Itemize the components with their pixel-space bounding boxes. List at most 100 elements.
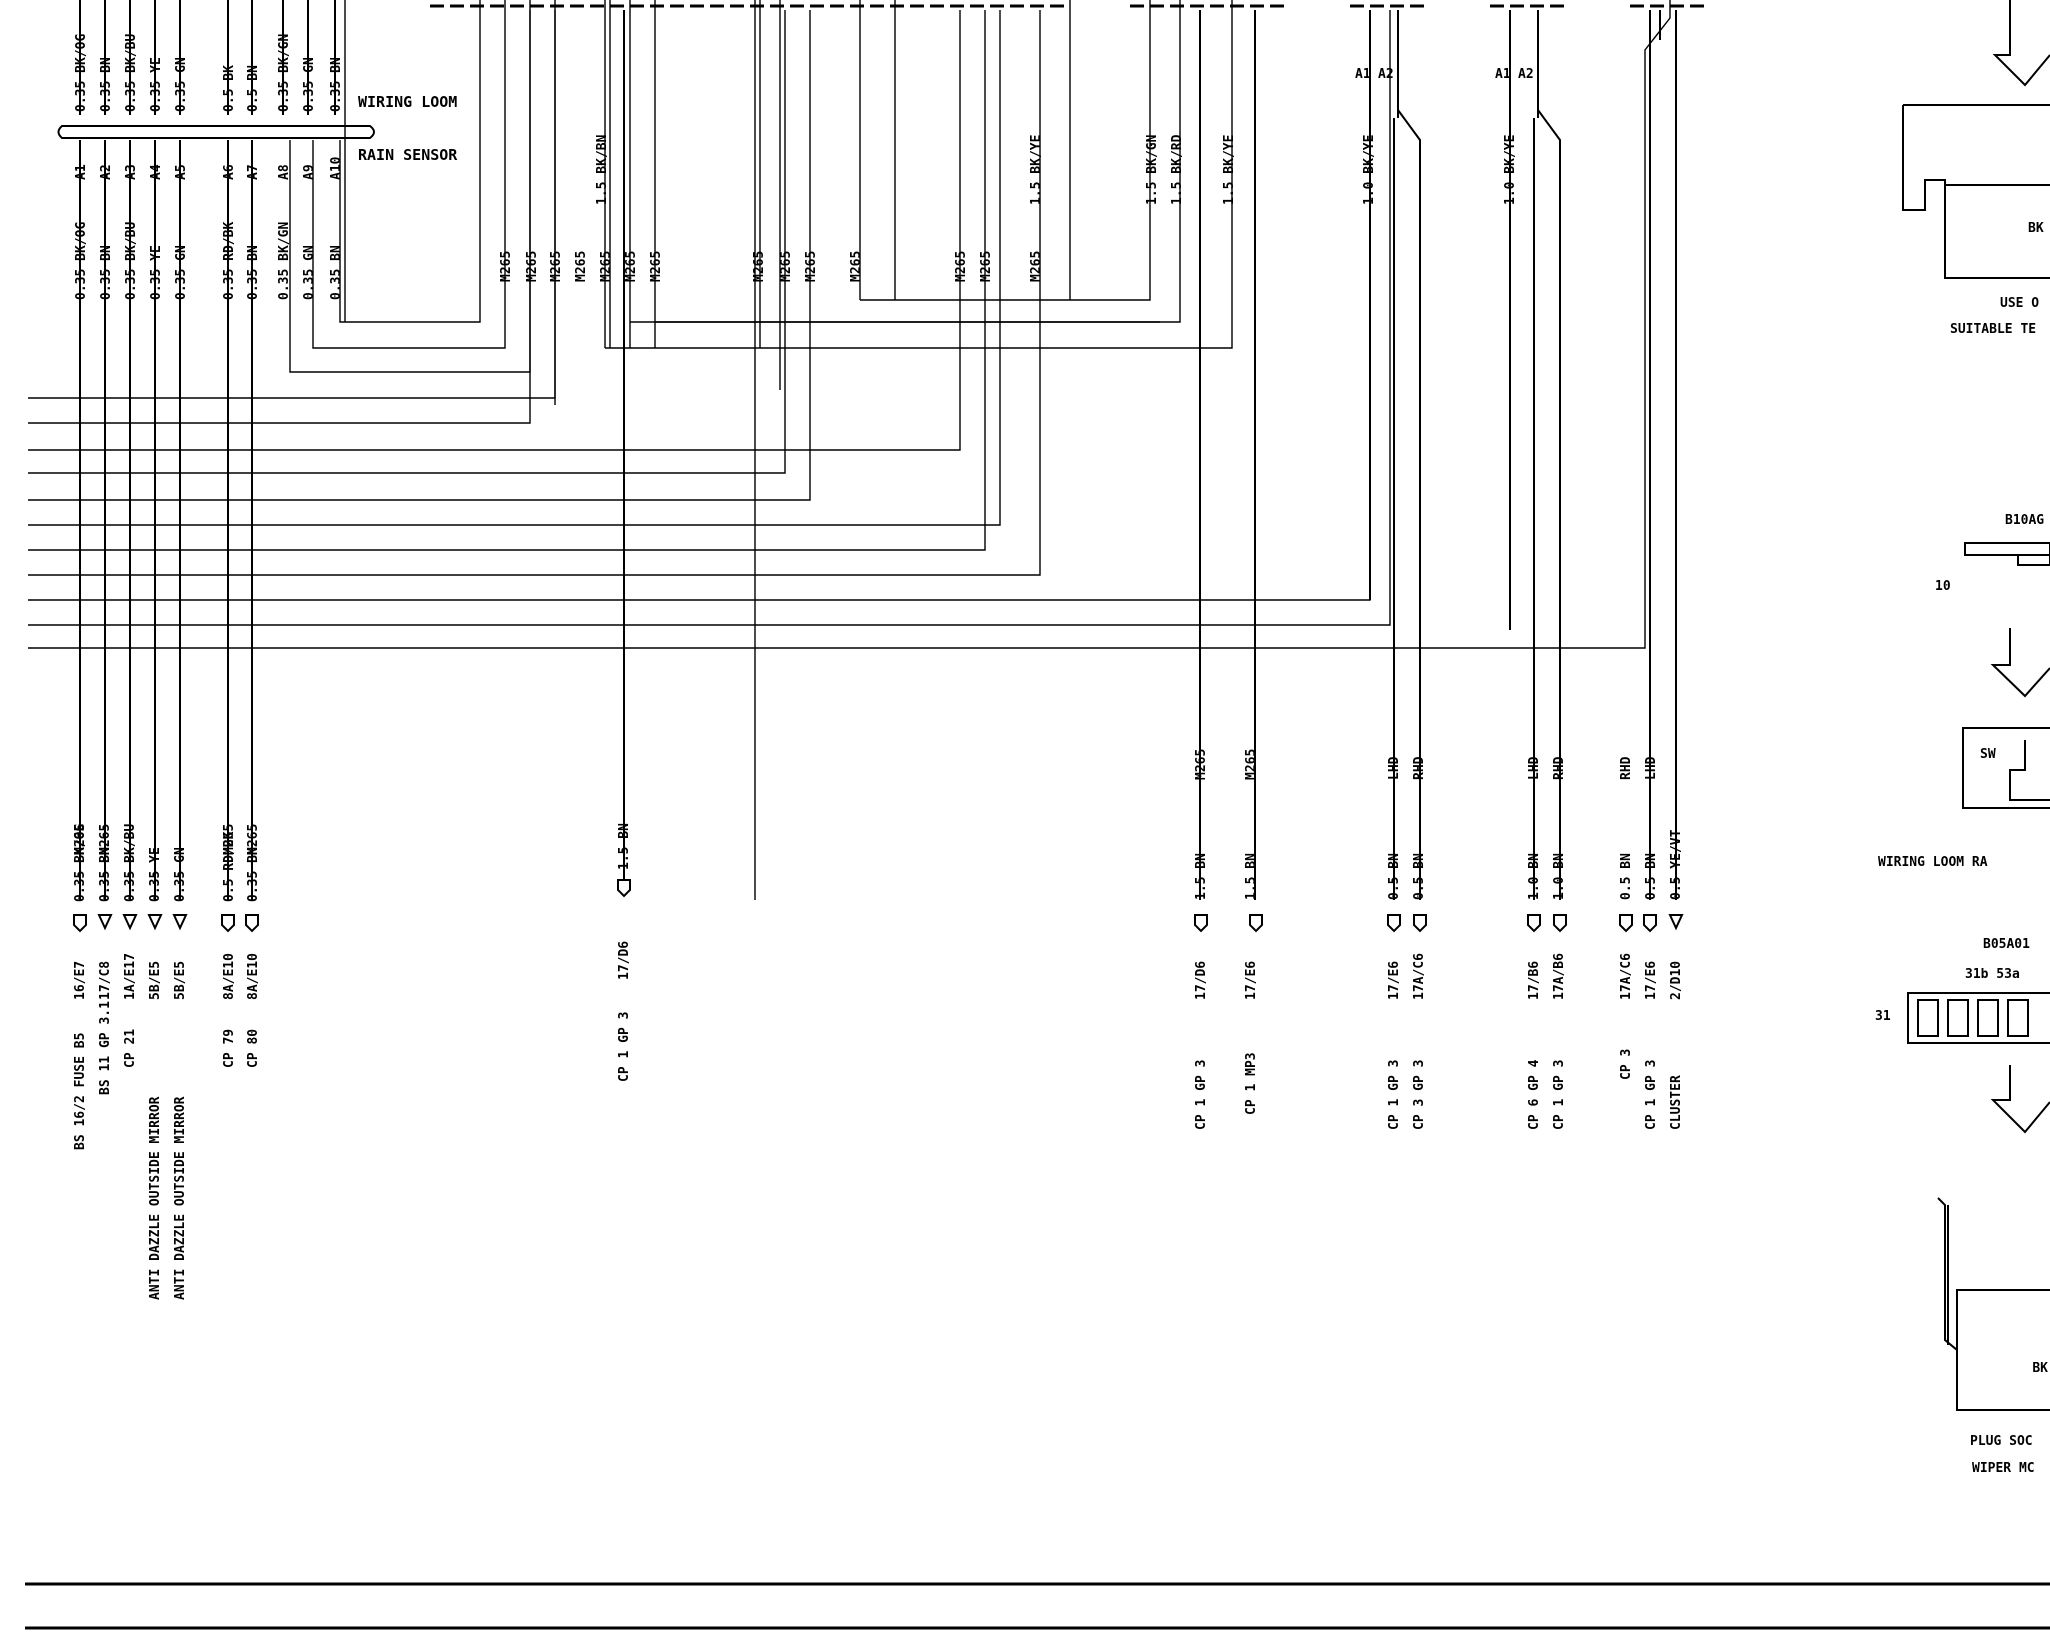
svg-text:16/E7: 16/E7 <box>73 961 88 1000</box>
svg-text:17A/C6: 17A/C6 <box>1619 953 1634 1000</box>
svg-text:8A/E10: 8A/E10 <box>246 953 261 1000</box>
svg-text:10: 10 <box>1935 579 1951 594</box>
loom-top-labels: 0.35 BK/OG 0.35 BN 0.35 BK/BU 0.35 YE 0.… <box>74 34 344 112</box>
svg-text:A4: A4 <box>149 164 164 180</box>
svg-text:17/E6: 17/E6 <box>1644 961 1659 1000</box>
svg-text:A1: A1 <box>74 164 89 180</box>
svg-text:1.5 BN: 1.5 BN <box>1194 853 1209 900</box>
svg-text:1.5 BK/YE: 1.5 BK/YE <box>1029 135 1044 205</box>
svg-text:M265: M265 <box>222 824 237 855</box>
svg-text:M265: M265 <box>499 251 514 282</box>
loom-bracket <box>57 125 375 139</box>
svg-text:A7: A7 <box>246 164 261 180</box>
svg-text:0.35 BN: 0.35 BN <box>329 245 344 300</box>
rain-sensor-down-wires <box>79 140 253 900</box>
svg-text:1.5 BK/BN: 1.5 BK/BN <box>595 134 610 205</box>
svg-text:0.35 BK/BU: 0.35 BK/BU <box>123 824 138 902</box>
svg-text:1.5 BK/GN: 1.5 BK/GN <box>1145 134 1160 205</box>
svg-text:CP 3 GP 3: CP 3 GP 3 <box>1412 1060 1427 1130</box>
svg-text:M265: M265 <box>1194 749 1209 780</box>
svg-text:0.35 GN: 0.35 GN <box>174 57 189 112</box>
bottom-mid-group: 1.5 BN 17/D6 CP 1 GP 3 <box>617 10 632 1082</box>
arrow-down-icon-2 <box>1990 628 2050 698</box>
rain-sensor-routing <box>289 0 531 373</box>
svg-text:M265: M265 <box>1244 749 1259 780</box>
svg-text:5B/E5: 5B/E5 <box>148 961 163 1000</box>
svg-text:WIRING LOOM RA: WIRING LOOM RA <box>1878 855 1988 870</box>
svg-text:CP 1 GP 3: CP 1 GP 3 <box>617 1012 632 1082</box>
svg-text:A9: A9 <box>302 164 317 180</box>
svg-text:CP 1 GP 3: CP 1 GP 3 <box>1194 1060 1209 1130</box>
svg-text:0.5 BN: 0.5 BN <box>1619 853 1634 900</box>
svg-text:0.35 BN: 0.35 BN <box>98 847 113 902</box>
svg-text:M265: M265 <box>954 251 969 282</box>
svg-text:0.35 YE: 0.35 YE <box>149 245 164 300</box>
svg-text:M265: M265 <box>574 251 589 282</box>
svg-text:0.35 GN: 0.35 GN <box>302 245 317 300</box>
svg-text:M265: M265 <box>599 251 614 282</box>
svg-text:WIPER MC: WIPER MC <box>1972 1461 2035 1476</box>
svg-text:1.5 BK/RD: 1.5 BK/RD <box>1170 134 1185 205</box>
svg-text:BK: BK <box>2032 1361 2048 1376</box>
connector-body-1 <box>1902 104 2050 279</box>
svg-text:M265: M265 <box>649 251 664 282</box>
svg-text:8A/E10: 8A/E10 <box>222 953 237 1000</box>
svg-text:M265: M265 <box>779 251 794 282</box>
svg-text:A3: A3 <box>124 164 139 180</box>
svg-text:ANTI DAZZLE OUTSIDE MIRROR: ANTI DAZZLE OUTSIDE MIRROR <box>173 1096 188 1300</box>
svg-text:RHD: RHD <box>1412 756 1427 780</box>
svg-text:0.35 GN: 0.35 GN <box>173 847 188 902</box>
svg-text:A6: A6 <box>222 164 237 180</box>
relay-symbol-2: A1 A2 <box>1495 10 1561 900</box>
svg-text:0.35 BN: 0.35 BN <box>246 245 261 300</box>
svg-text:1.0 BN: 1.0 BN <box>1527 853 1542 900</box>
svg-text:1A/E17: 1A/E17 <box>123 953 138 1000</box>
svg-text:SUITABLE TE: SUITABLE TE <box>1950 322 2036 337</box>
svg-text:ANTI DAZZLE OUTSIDE MIRROR: ANTI DAZZLE OUTSIDE MIRROR <box>148 1096 163 1300</box>
svg-text:0.5 BK: 0.5 BK <box>222 65 237 112</box>
rain-sensor-label: RAIN SENSOR <box>358 146 458 164</box>
svg-text:0.35 RD/BK: 0.35 RD/BK <box>222 222 237 300</box>
svg-text:A1: A1 <box>1495 67 1511 82</box>
relay-symbol-3 <box>1649 10 1677 900</box>
svg-text:0.35 BK/BU: 0.35 BK/BU <box>124 34 139 112</box>
svg-text:M265: M265 <box>804 251 819 282</box>
svg-text:0.35 GN: 0.35 GN <box>302 57 317 112</box>
svg-text:LHD: LHD <box>1387 756 1402 780</box>
svg-text:BS 11 GP 3.1: BS 11 GP 3.1 <box>98 1001 113 1095</box>
svg-text:M265: M265 <box>98 824 113 855</box>
svg-text:LHD: LHD <box>1644 756 1659 780</box>
svg-text:CP 80: CP 80 <box>246 1029 261 1068</box>
svg-text:CP 1 GP 3: CP 1 GP 3 <box>1644 1060 1659 1130</box>
svg-text:M265: M265 <box>752 251 767 282</box>
svg-text:1.5 BN: 1.5 BN <box>1244 853 1259 900</box>
svg-text:M265: M265 <box>1029 251 1044 282</box>
svg-text:M265: M265 <box>979 251 994 282</box>
splice-labels: M265 M265 M265 M265 M265 M265 M265 M265 … <box>499 251 1044 282</box>
svg-text:5B/E5: 5B/E5 <box>173 961 188 1000</box>
svg-text:17/D6: 17/D6 <box>617 941 632 980</box>
bottom-left-group: M265 M265 M265 M265 0.35 BK/OG 0.35 BN 0… <box>73 824 261 1300</box>
svg-text:0.35 YE: 0.35 YE <box>148 847 163 902</box>
svg-text:A10: A10 <box>329 156 344 180</box>
svg-text:BS 16/2 FUSE B5: BS 16/2 FUSE B5 <box>73 1033 88 1150</box>
svg-text:0.35 BN: 0.35 BN <box>246 847 261 902</box>
svg-text:B10AG: B10AG <box>2005 513 2044 528</box>
svg-text:CP 1 MP3: CP 1 MP3 <box>1244 1052 1259 1115</box>
svg-text:0.35 BN: 0.35 BN <box>99 245 114 300</box>
svg-text:A2: A2 <box>99 164 114 180</box>
svg-text:M265: M265 <box>549 251 564 282</box>
svg-text:A1: A1 <box>1355 67 1371 82</box>
svg-text:0.5 BN: 0.5 BN <box>1412 853 1427 900</box>
svg-text:PLUG SOC: PLUG SOC <box>1970 1434 2033 1449</box>
svg-text:CP 3: CP 3 <box>1619 1049 1634 1080</box>
svg-text:1.5 BK/YE: 1.5 BK/YE <box>1222 135 1237 205</box>
svg-text:0.35 BK/OG: 0.35 BK/OG <box>74 34 89 112</box>
svg-text:CP 6 GP 4: CP 6 GP 4 <box>1527 1059 1542 1130</box>
svg-text:0.35 BK/GN: 0.35 BK/GN <box>277 222 292 300</box>
svg-text:0.35 BK/OG: 0.35 BK/OG <box>74 222 89 300</box>
svg-text:RHD: RHD <box>1552 756 1567 780</box>
svg-text:BK: BK <box>2028 221 2044 236</box>
svg-text:1.0 BN: 1.0 BN <box>1552 853 1567 900</box>
